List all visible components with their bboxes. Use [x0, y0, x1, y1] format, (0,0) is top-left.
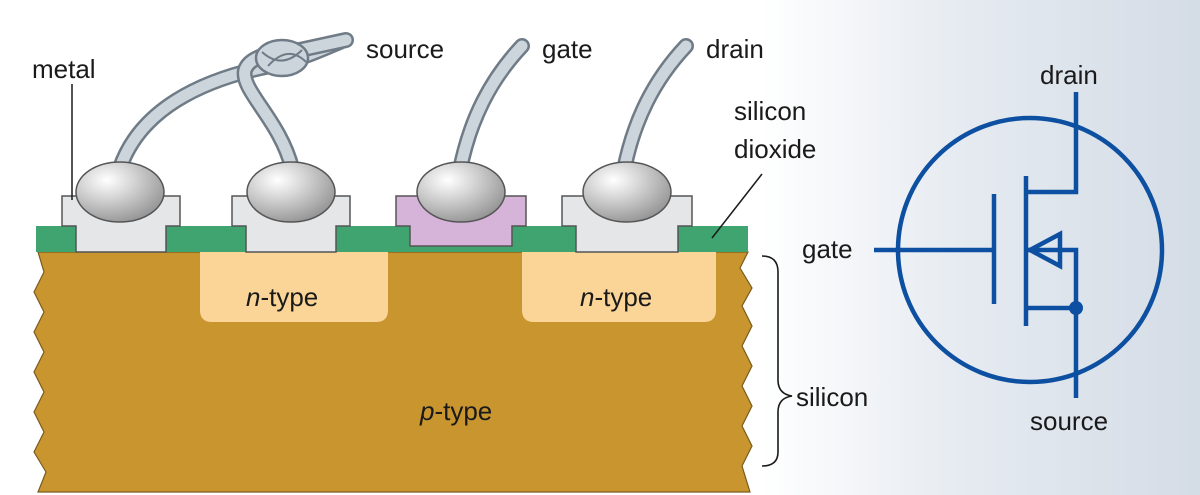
- silicon-dioxide-label-line2: dioxide: [734, 134, 816, 164]
- silicon-brace: [761, 255, 793, 467]
- symbol-body-lead: [1026, 247, 1079, 308]
- source-label: source: [366, 34, 444, 64]
- symbol-junction-dot: [1069, 301, 1083, 315]
- bump-1: [75, 161, 165, 223]
- n-type-left-label: n-type: [246, 282, 318, 312]
- gate-label: gate: [542, 34, 593, 64]
- symbol-panel-background: [760, 0, 1200, 495]
- bump-4: [582, 161, 672, 223]
- silicon-dioxide-label-line1: silicon: [734, 96, 806, 126]
- symbol-arrow: [1025, 230, 1063, 270]
- oxide-leader-line: [711, 173, 763, 239]
- symbol-source-label: source: [1030, 406, 1108, 436]
- silicon-label: silicon: [796, 382, 868, 412]
- symbol-drain-lead: [1026, 92, 1079, 195]
- n-type-right-label: n-type: [580, 282, 652, 312]
- wire-knot: [254, 38, 310, 78]
- p-type-label: p-type: [419, 396, 492, 426]
- oxide-left-edge: [36, 226, 44, 252]
- metal-label: metal: [32, 54, 96, 84]
- bump-2: [246, 161, 336, 223]
- symbol-gate-label: gate: [802, 234, 853, 264]
- n-type-region-left: [200, 252, 388, 322]
- n-type-region-right: [522, 252, 716, 322]
- symbol-drain-label: drain: [1040, 60, 1098, 90]
- drain-label: drain: [706, 34, 764, 64]
- bump-3: [416, 161, 506, 223]
